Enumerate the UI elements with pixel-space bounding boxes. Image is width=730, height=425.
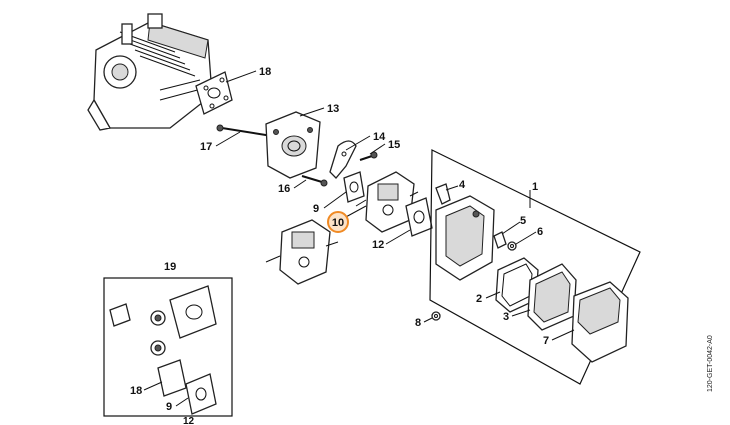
bolt-17: [216, 124, 273, 137]
diagram-code: 120-GET-0042-A0: [707, 335, 714, 392]
callout-12: 12: [372, 239, 384, 251]
callouts: 18 13 17 14 15 16 9 12 4 1 5 6 2 3 7 8 1…: [130, 66, 549, 425]
callout-3: 3: [503, 311, 509, 323]
callout-18: 18: [259, 66, 271, 78]
callout-2: 2: [476, 293, 482, 305]
callout-4: 4: [459, 179, 466, 191]
callout-8: 8: [415, 317, 421, 329]
lever-4: [435, 183, 451, 205]
callout-15: 15: [388, 139, 400, 151]
gasket-9: [343, 171, 365, 203]
callout-5: 5: [520, 215, 526, 227]
nut-8: [431, 311, 441, 321]
inset-callout-18: 18: [130, 385, 142, 397]
callout-6: 6: [537, 226, 543, 238]
callout-14: 14: [373, 131, 386, 143]
screw-15: [359, 151, 378, 161]
carburetor-upper: [355, 171, 419, 233]
nut-6: [507, 241, 517, 251]
callout-1: 1: [532, 181, 538, 193]
gasket-18: [195, 71, 233, 115]
callout-13: 13: [327, 103, 339, 115]
pin-5: [493, 231, 507, 249]
inset-kit-box: [103, 277, 233, 417]
flange-13: [265, 111, 321, 179]
callout-10: 10: [332, 217, 344, 229]
callout-16: 16: [278, 183, 290, 195]
bracket-14: [329, 140, 357, 179]
inset-callout-9: 9: [166, 401, 172, 413]
filter-box-outline: [429, 149, 641, 385]
engine-block: [87, 13, 213, 131]
highlight-ring: [327, 211, 349, 233]
leader-lines: [143, 70, 575, 407]
callout-17: 17: [200, 141, 212, 153]
gasket-12: [405, 197, 433, 237]
callout-19: 19: [164, 261, 176, 273]
filter-housing: [435, 195, 495, 281]
carburetor-lower: [265, 219, 339, 285]
callout-9: 9: [313, 203, 319, 215]
highlight-callout-10[interactable]: 10: [327, 211, 349, 233]
filter-cover-7: [571, 281, 629, 363]
callout-7: 7: [543, 335, 549, 347]
diagram-code-text: 120-GET-0042-A0: [707, 335, 714, 392]
inset-callout-12: 12: [183, 416, 195, 425]
bolt-16: [301, 175, 328, 187]
filter-element-3: [527, 263, 577, 331]
